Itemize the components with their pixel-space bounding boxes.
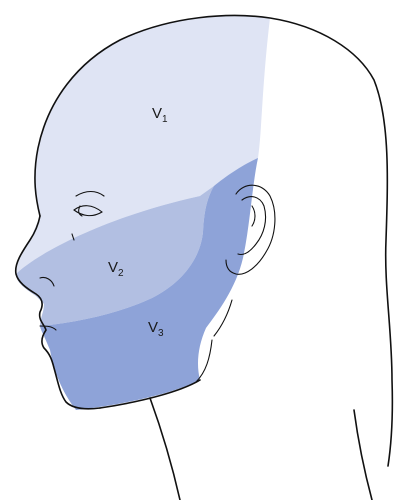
ear-helix — [252, 206, 255, 226]
neck-back-outline — [354, 410, 372, 500]
neck-front-outline — [150, 398, 180, 500]
